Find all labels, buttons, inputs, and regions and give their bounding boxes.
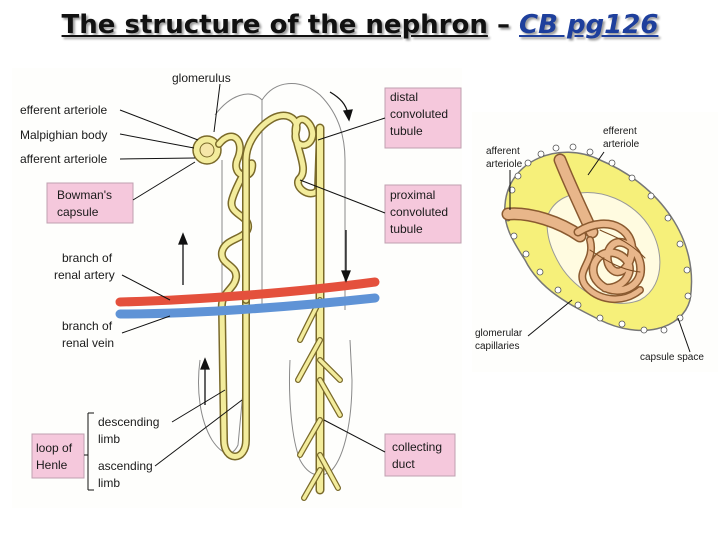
label-distal-tubule-line3: tubule (390, 124, 423, 138)
label-ascending-limb-line1: ascending (98, 459, 153, 473)
label-box-collecting-duct (384, 433, 456, 477)
title-dash: – (487, 10, 519, 40)
label-glomerular-capillaries-line1: glomerular (475, 328, 523, 339)
label-glomerular-capillaries-line2: capillaries (475, 341, 519, 352)
title-reference: CB pg126 (519, 10, 659, 40)
right-leader-lines (509, 151, 691, 353)
glomerulus-group (192, 135, 222, 165)
glomerular-capillary-tuft (573, 219, 646, 304)
label-descending-limb-line2: limb (98, 432, 120, 446)
renal-artery-branch (115, 277, 380, 307)
label-right-afferent-line2: arteriole (486, 159, 523, 170)
label-distal-tubule-line2: convoluted (390, 107, 448, 121)
label-loop-of-henle-line1: loop of (36, 441, 73, 455)
slide-title: The structure of the nephron – CB pg126 (0, 10, 720, 40)
label-efferent-arteriole: efferent arteriole (20, 103, 107, 117)
capsule-group (504, 143, 693, 334)
label-glomerulus: glomerulus (172, 71, 231, 85)
label-box-bowmans-capsule (46, 182, 134, 224)
label-renal-vein-line2: renal vein (62, 336, 114, 350)
title-main: The structure of the nephron (61, 10, 488, 40)
label-bowmans-capsule-line2: capsule (57, 205, 99, 219)
label-proximal-tubule-line3: tubule (390, 222, 423, 236)
glomerulus (199, 142, 215, 158)
label-proximal-tubule-line1: proximal (390, 188, 435, 202)
label-proximal-tubule-line2: convoluted (390, 205, 448, 219)
label-descending-limb-line1: descending (98, 415, 159, 429)
label-capsule-space: capsule space (640, 352, 704, 363)
label-collecting-duct-line2: duct (392, 457, 415, 471)
label-right-efferent-line2: arteriole (603, 139, 640, 150)
label-ascending-limb-line2: limb (98, 476, 120, 490)
flow-arrows (178, 91, 353, 405)
label-bowmans-capsule-line1: Bowman's (57, 188, 112, 202)
capsule-cells (504, 143, 692, 334)
label-box-loop-of-henle (31, 433, 85, 479)
label-afferent-arteriole: afferent arteriole (20, 152, 107, 166)
label-collecting-duct-line1: collecting (392, 440, 442, 454)
label-distal-tubule-line1: distal (390, 90, 418, 104)
label-renal-artery-line2: renal artery (54, 268, 115, 282)
label-box-proximal-tubule (384, 184, 462, 244)
renal-vein-branch (115, 293, 380, 319)
label-renal-vein-line1: branch of (62, 319, 113, 333)
label-right-afferent-line1: afferent (486, 146, 520, 157)
label-malpighian-body: Malpighian body (20, 128, 107, 142)
label-renal-artery-line1: branch of (62, 251, 113, 265)
label-right-efferent-line1: efferent (603, 126, 637, 137)
renal-tissue-outline (198, 83, 353, 476)
label-loop-of-henle-line2: Henle (36, 458, 68, 472)
label-leader-lines (84, 83, 386, 491)
